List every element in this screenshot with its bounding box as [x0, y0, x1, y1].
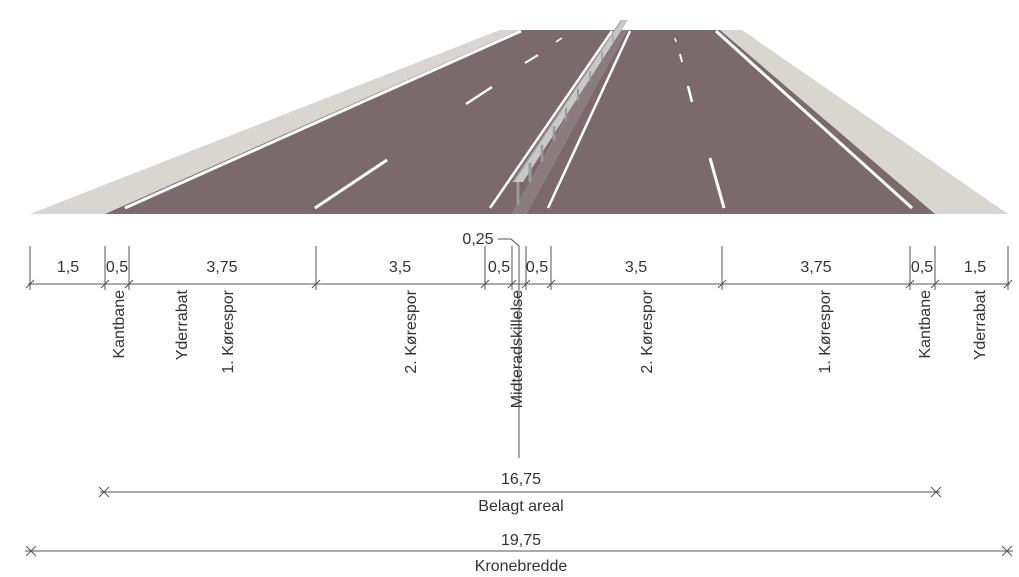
crown-width-dimension: 19,75 Kronebredde — [25, 532, 1013, 575]
lane-label-left-kantbane: Kantbane — [111, 290, 128, 359]
dimension-tick-slash-8 — [546, 279, 556, 289]
median-barrier — [512, 20, 628, 205]
lane-label-right-lane-1: 1. Kørespor — [817, 289, 834, 373]
segment-width-5: 0,5 — [488, 259, 510, 276]
segment-width-1: 1,5 — [57, 259, 79, 276]
lane-label-left-lane-1: 1. Kørespor — [220, 289, 237, 373]
right-shoulder — [720, 30, 1008, 214]
dimension-tick-slash-6 — [507, 279, 517, 289]
road-illustration — [30, 20, 1008, 214]
lane-label-median: Midteradskillelse — [509, 290, 526, 408]
right-median-edge-line — [546, 30, 632, 209]
left-median-edge-line — [488, 30, 614, 209]
lane-label-right-kantbane: Kantbane — [917, 290, 934, 359]
lane-label-right-lane-2: 2. Kørespor — [639, 289, 656, 373]
lane-label-right-yderrabat: Yderrabat — [972, 289, 989, 360]
crown-width-label: Kronebredde — [475, 558, 568, 575]
dimension-tick-slash-9 — [717, 279, 727, 289]
segment-width-9: 0,5 — [911, 259, 933, 276]
dimension-tick-slash-4 — [311, 279, 321, 289]
crown-width-value: 19,75 — [501, 532, 541, 549]
segment-width-3: 3,75 — [206, 259, 237, 276]
median-width-callout: 0,25 — [462, 231, 520, 256]
dimension-chain: 1,5 0,5 3,75 3,5 0,5 0,5 3,5 3,75 0,5 1,… — [25, 231, 1013, 458]
segment-width-4: 3,5 — [389, 259, 411, 276]
dimension-tick-slash-10 — [905, 279, 915, 289]
segment-width-7: 3,5 — [625, 259, 647, 276]
lane-label-left-yderrabat: Yderrabat — [174, 289, 191, 360]
dimension-tick-slash-3 — [124, 279, 134, 289]
dimension-tick-slash-11 — [930, 279, 940, 289]
dimension-tick-slash-5 — [480, 279, 490, 289]
dimension-tick-slash-12 — [1003, 279, 1013, 289]
left-lane-dashes — [314, 37, 563, 210]
right-carriageway — [526, 30, 935, 214]
lane-label-left-lane-2: 2. Kørespor — [403, 289, 420, 373]
right-lane-dashes — [674, 37, 726, 209]
left-shoulder — [30, 30, 519, 214]
median-strip — [512, 30, 627, 214]
lane-labels: Kantbane Yderrabat 1. Kørespor 2. Køresp… — [111, 289, 989, 408]
dimension-ticks — [25, 246, 1013, 458]
dimension-tick-slash-2 — [100, 279, 110, 289]
right-edge-line — [714, 29, 914, 210]
median-width-value: 0,25 — [462, 231, 493, 248]
segment-width-6: 0,5 — [526, 259, 548, 276]
left-carriageway — [105, 30, 615, 214]
segment-width-2: 0,5 — [106, 259, 128, 276]
paved-area-label: Belagt areal — [478, 498, 563, 515]
segment-width-10: 1,5 — [964, 259, 986, 276]
segment-width-8: 3,75 — [800, 259, 831, 276]
paved-area-dimension: 16,75 Belagt areal — [98, 471, 942, 515]
paved-area-value: 16,75 — [501, 471, 541, 488]
left-edge-line — [124, 29, 522, 210]
dimension-tick-slash-7 — [521, 279, 531, 289]
dimension-tick-slash-1 — [25, 279, 35, 289]
